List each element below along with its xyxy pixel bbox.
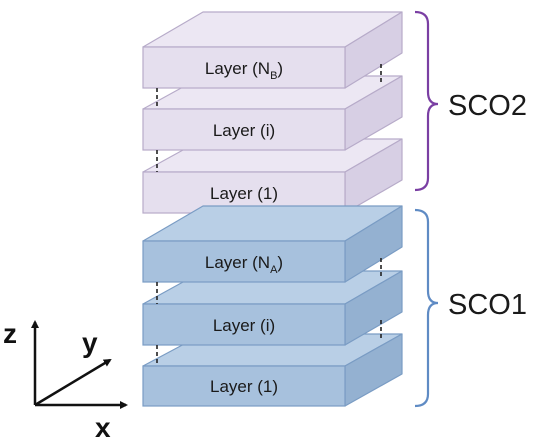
y-axis-label: y [82,327,98,358]
sco2-layer-1-label: Layer (1) [210,184,278,203]
sco1-layer-1-block: Layer (1) [142,333,403,407]
sco1-bracket [414,208,439,408]
z-axis-label: z [3,318,17,349]
sco1-layer-1-label: Layer (1) [210,377,278,396]
x-axis-label: x [95,412,111,443]
coordinate-axes [31,320,128,409]
sco1-group-label: SCO1 [448,289,527,321]
sco1-dashed-connectors [156,258,382,366]
sco2-layer-nb-label: Layer (NB) [205,59,283,82]
sco2-layer-i-label: Layer (i) [213,121,275,140]
sco2-layer-nb-block: Layer (NB) [142,11,403,89]
sco2-group-label: SCO2 [448,90,527,122]
sco1-layer-na-label: Layer (NA) [205,253,283,276]
sco1-layer-na-block: Layer (NA) [142,205,403,283]
sco1-layer-i-label: Layer (i) [213,316,275,335]
sco2-dashed-connectors [156,64,382,172]
y-axis-arrow [34,358,112,407]
sco2-bracket [414,10,439,192]
